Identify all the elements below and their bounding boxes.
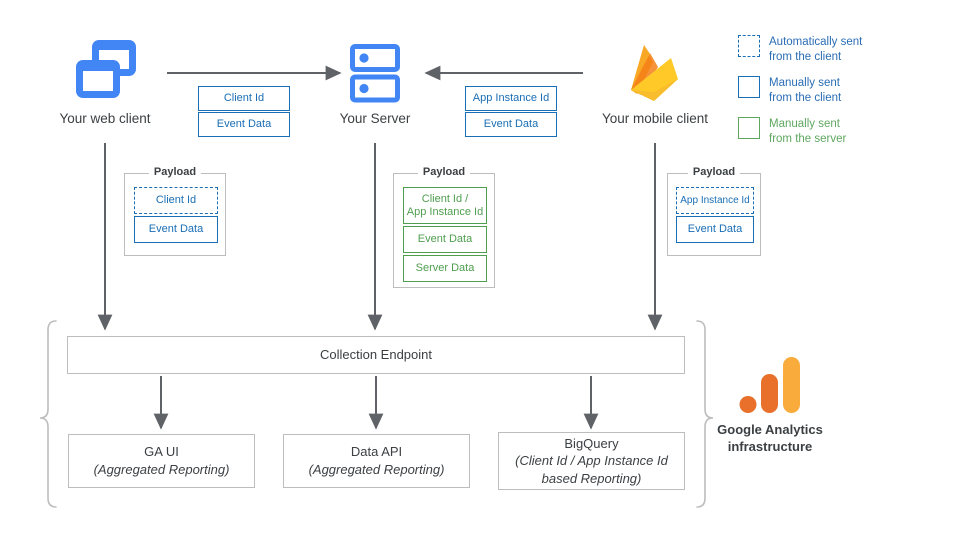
payload-server: Payload Client Id / App Instance Id Even…	[393, 166, 495, 288]
payload-item-event-data: Event Data	[403, 226, 487, 253]
payload-title: Payload	[148, 166, 202, 178]
output-box-bigquery: BigQuery (Client Id / App Instance Id ba…	[498, 432, 685, 490]
google-analytics-icon	[739, 357, 801, 413]
output-box-data-api: Data API (Aggregated Reporting)	[283, 434, 470, 488]
output-subtitle: (Client Id / App Instance Id based Repor…	[515, 453, 668, 486]
collection-endpoint-box: Collection Endpoint	[67, 336, 685, 374]
infrastructure-bracket-left	[39, 320, 57, 508]
payload-item-app-instance-id: App Instance Id	[676, 187, 754, 214]
output-subtitle: (Aggregated Reporting)	[93, 462, 230, 477]
payload-item-event-data: Event Data	[134, 216, 218, 243]
legend-line1: Manually sent	[769, 118, 840, 130]
mobile-client-label: Your mobile client	[601, 111, 709, 126]
browser-windows-icon	[74, 38, 138, 104]
chip-event-data-web: Event Data	[198, 112, 290, 137]
legend-swatch-dashed-blue	[738, 35, 760, 57]
chip-event-data-mobile: Event Data	[465, 112, 557, 137]
output-title: GA UI	[144, 444, 179, 460]
legend-item-manual-client: Manually sent from the client	[738, 76, 841, 106]
payload-mobile-client: Payload App Instance Id Event Data	[667, 166, 761, 256]
payload-item-client-id: Client Id	[134, 187, 218, 214]
output-title: BigQuery	[564, 435, 619, 451]
payload-item-event-data: Event Data	[676, 216, 754, 243]
legend-line2: from the client	[769, 51, 842, 64]
legend-item-manual-server: Manually sent from the server	[738, 117, 846, 147]
infrastructure-bracket-right	[696, 320, 714, 508]
output-subtitle: (Aggregated Reporting)	[308, 462, 445, 477]
legend-line1: Automatically sent	[769, 36, 863, 48]
chip-client-id-web: Client Id	[198, 86, 290, 111]
legend-label-manual-client: Manually sent from the client	[769, 76, 841, 106]
web-client-label: Your web client	[59, 111, 151, 126]
firebase-icon	[620, 40, 688, 106]
legend-line2: from the client	[769, 92, 842, 105]
legend-swatch-solid-blue	[738, 76, 760, 98]
legend-label-automatic-client: Automatically sent from the client	[769, 35, 862, 65]
payload-web-client: Payload Client Id Event Data	[124, 166, 226, 256]
output-box-ga-ui: GA UI (Aggregated Reporting)	[68, 434, 255, 488]
legend-line2: from the server	[769, 133, 847, 146]
legend-line1: Manually sent	[769, 77, 840, 89]
legend-swatch-solid-green	[738, 117, 760, 139]
server-racks-icon	[350, 44, 400, 103]
output-title: Data API	[350, 444, 403, 460]
legend-label-manual-server: Manually sent from the server	[769, 117, 846, 147]
server-label: Your Server	[339, 111, 411, 126]
chip-app-instance-id-mobile: App Instance Id	[465, 86, 557, 111]
ga-label-line2: infrastructure	[727, 438, 813, 454]
payload-item-server-data: Server Data	[403, 255, 487, 282]
legend-item-automatic-client: Automatically sent from the client	[738, 35, 862, 65]
ga-label-line1: Google Analytics	[717, 422, 823, 437]
payload-title: Payload	[417, 166, 471, 178]
payload-item-client-id-app-instance-id: Client Id / App Instance Id	[403, 187, 487, 224]
payload-title: Payload	[687, 166, 741, 178]
google-analytics-label: Google Analytics infrastructure	[695, 422, 845, 456]
